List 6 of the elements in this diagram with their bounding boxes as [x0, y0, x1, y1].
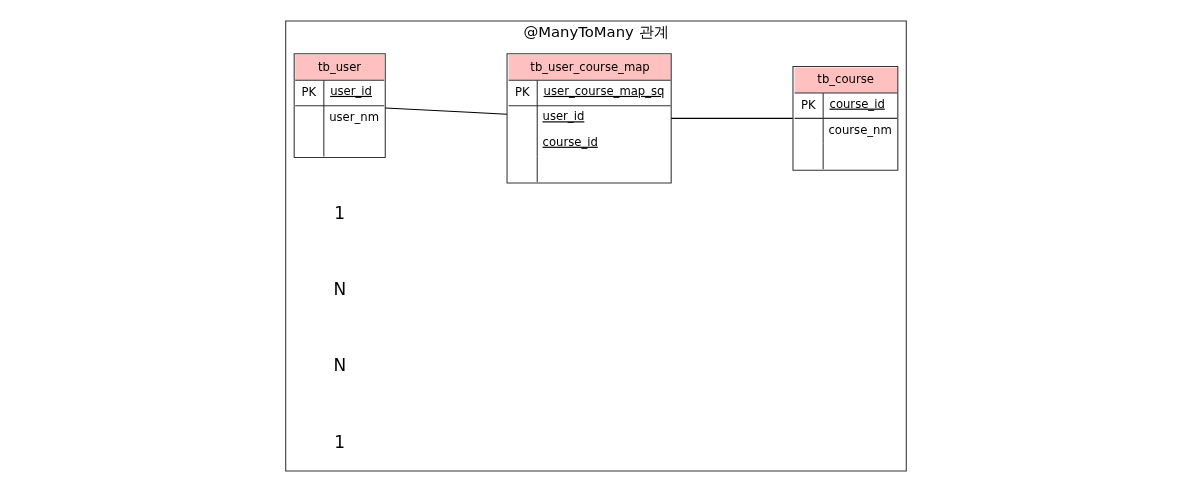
label: N [332, 355, 346, 376]
label: N [332, 279, 346, 300]
label: 1 [333, 431, 345, 452]
connector [384, 107, 507, 115]
label: 1 [333, 202, 345, 223]
connector [670, 117, 793, 119]
